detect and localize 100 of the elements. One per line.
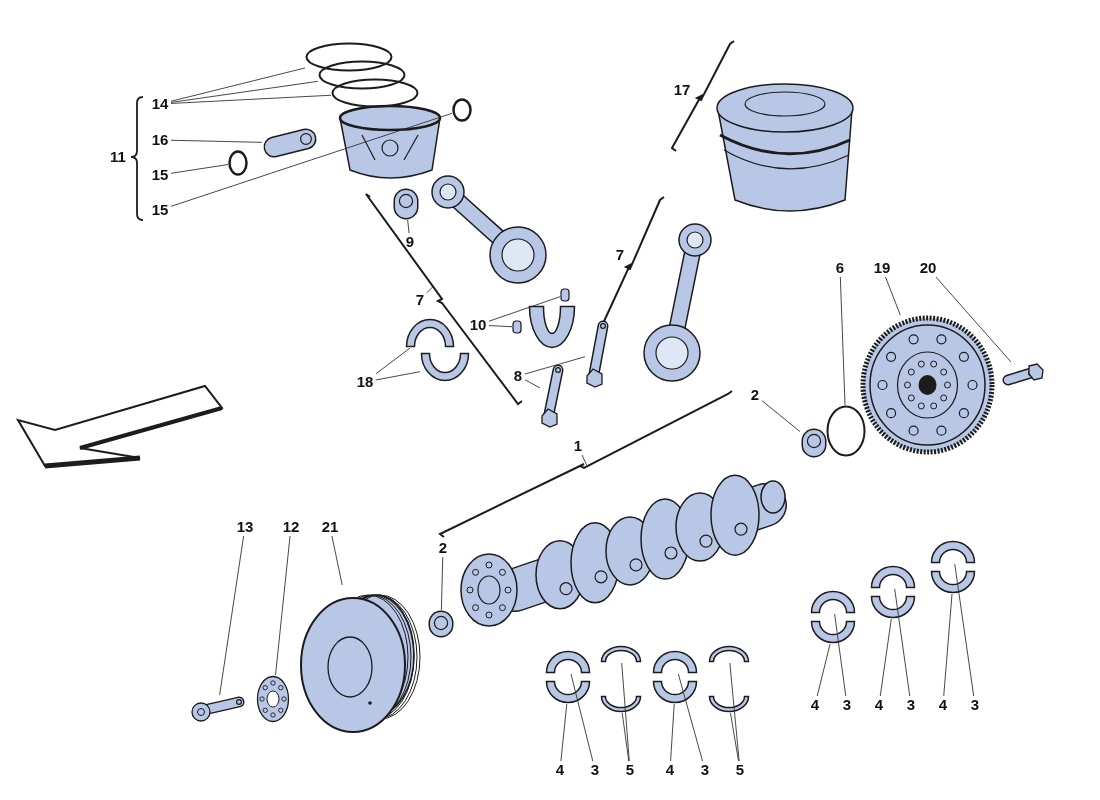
leader-line xyxy=(894,588,911,697)
leader-line xyxy=(621,712,630,762)
leader-line xyxy=(621,662,630,762)
leader-line xyxy=(834,613,847,697)
connecting-rod xyxy=(428,172,548,287)
leader-line xyxy=(885,276,901,316)
leader-line xyxy=(170,164,229,174)
leader-line xyxy=(331,535,343,586)
callout-number: 3 xyxy=(698,761,712,779)
leader-line xyxy=(943,593,953,697)
leader-line xyxy=(560,703,568,762)
callout-number: 2 xyxy=(436,539,450,557)
leader-line xyxy=(570,673,594,762)
leader-line xyxy=(839,276,846,406)
callout-number: 13 xyxy=(234,518,256,536)
callout-number: 7 xyxy=(614,246,626,264)
thrust-washer xyxy=(708,695,750,713)
leader-line xyxy=(730,712,739,762)
callout-number: 7 xyxy=(413,291,427,309)
callout-number: 4 xyxy=(553,761,567,779)
bushing xyxy=(392,188,420,220)
callout-number: 1 xyxy=(571,437,585,455)
piston-ring xyxy=(318,60,406,90)
leader-line xyxy=(729,662,740,762)
thrust-washer xyxy=(600,645,642,663)
leader-line xyxy=(935,276,1012,363)
bearing-shell xyxy=(930,570,976,594)
leader-line xyxy=(670,703,675,762)
callout-number: 15 xyxy=(149,166,171,184)
callout-number: 15 xyxy=(149,201,171,219)
leader-line xyxy=(524,356,586,375)
leader-line xyxy=(170,80,319,103)
callout-number: 3 xyxy=(904,696,918,714)
callout-number: 11 xyxy=(109,148,127,166)
bearing-shell xyxy=(870,595,916,619)
callout-number: 16 xyxy=(149,131,171,149)
callout-number: 17 xyxy=(672,81,692,99)
leader-line xyxy=(426,286,433,294)
piston-ring xyxy=(305,42,393,72)
circlip xyxy=(228,150,248,176)
callout-number: 4 xyxy=(936,696,950,714)
leader-line xyxy=(440,556,444,611)
flywheel xyxy=(860,315,995,455)
piston-pin xyxy=(262,128,318,158)
leader-line xyxy=(407,219,410,234)
callout-number: 19 xyxy=(871,259,893,277)
callout-number: 18 xyxy=(354,373,376,391)
leader-line xyxy=(170,139,263,143)
callout-number: 4 xyxy=(872,696,886,714)
callout-number: 9 xyxy=(403,233,417,251)
bearing-shell xyxy=(545,650,591,674)
leader-line xyxy=(275,535,291,676)
leader-line xyxy=(524,379,541,389)
bearing-shell xyxy=(870,565,916,589)
spacer xyxy=(428,610,454,638)
callout-number: 5 xyxy=(733,761,747,779)
leader-line xyxy=(677,673,703,762)
callout-number: 3 xyxy=(588,761,602,779)
bearing-shell xyxy=(420,352,470,382)
callout-number: 5 xyxy=(623,761,637,779)
bearing-shell xyxy=(652,650,698,674)
bearing-shell xyxy=(545,680,591,704)
bearing-shell xyxy=(930,540,976,564)
piston-ring xyxy=(331,78,419,108)
leader-line xyxy=(488,296,561,322)
leader-line xyxy=(170,67,306,102)
callout-number: 3 xyxy=(968,696,982,714)
callout-number: 10 xyxy=(467,316,489,334)
leader-line xyxy=(375,371,421,381)
bearing-shell xyxy=(652,680,698,704)
leader-line xyxy=(488,325,513,328)
dowel-pin xyxy=(560,288,570,302)
callout-number: 6 xyxy=(833,259,847,277)
callout-number: 3 xyxy=(840,696,854,714)
leader-line xyxy=(375,347,411,375)
thrust-washer xyxy=(708,645,750,663)
bearing-shell xyxy=(810,590,856,614)
leader-line xyxy=(761,400,801,433)
bearing-shell xyxy=(810,620,856,644)
thrust-washer xyxy=(600,695,642,713)
bolt xyxy=(190,695,245,723)
callout-number: 20 xyxy=(917,259,939,277)
circlip xyxy=(452,98,472,122)
bolt xyxy=(585,318,611,388)
leader-line xyxy=(954,563,975,697)
washer xyxy=(256,675,290,723)
leader-line xyxy=(581,454,588,466)
leader-line xyxy=(879,618,892,697)
leader-line xyxy=(170,94,332,104)
leader-line xyxy=(816,643,831,697)
callout-number: 2 xyxy=(748,386,762,404)
o-ring xyxy=(826,405,866,457)
callout-number: 8 xyxy=(511,367,525,385)
callout-number: 4 xyxy=(808,696,822,714)
bolt xyxy=(1000,362,1045,388)
dowel-pin xyxy=(512,320,522,334)
callout-number: 12 xyxy=(280,518,302,536)
spacer xyxy=(800,428,828,458)
bolt xyxy=(540,362,566,428)
bearing-shell xyxy=(405,318,455,348)
